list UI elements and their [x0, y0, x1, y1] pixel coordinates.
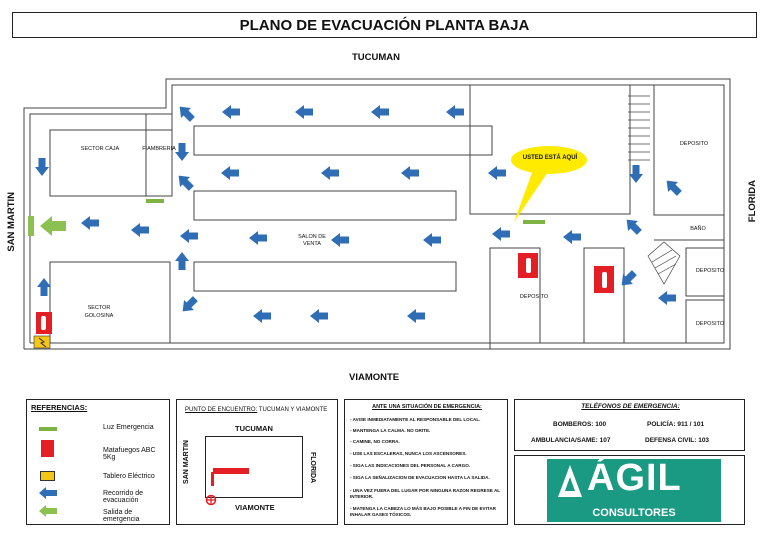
references-box: REFERENCIAS: Luz Emergencia Matafuegos A… — [26, 399, 170, 525]
meeting-point-icon — [205, 494, 217, 506]
logo-mark-icon — [558, 465, 582, 497]
instruction-1: - AVISE INMEDIATAMENTE AL RESPONSABLE DE… — [350, 417, 481, 422]
phones-box: TELÉFONOS DE EMERGENCIA: BOMBEROS: 100 P… — [514, 399, 745, 451]
floor-plan — [23, 78, 731, 350]
ref-light: Luz Emergencia — [103, 424, 154, 431]
room-deposito-bottom: DEPOSITO — [695, 321, 725, 327]
phone-policia: POLICÍA: 911 / 101 — [647, 421, 705, 428]
logo: ÁGIL CONSULTORES — [547, 457, 721, 522]
electrical-panel-icon — [40, 471, 55, 481]
ref-route: Recorrido de evacuación — [103, 490, 144, 504]
ref-extinguisher: Matafuegos ABC 5Kg — [103, 447, 156, 461]
street-top: TUCUMAN — [352, 52, 401, 63]
instructions-box: ANTE UNA SITUACIÓN DE EMERGENCIA: - AVIS… — [344, 399, 508, 525]
logo-box: ÁGIL CONSULTORES — [514, 455, 745, 525]
phones-title: TELÉFONOS DE EMERGENCIA: — [581, 403, 680, 410]
references-title: REFERENCIAS: — [31, 403, 88, 412]
ref-exit: Salida de emergencia — [103, 509, 140, 523]
instruction-8: - MATENGA LA CABEZA LO MÁS BAJO POSIBLE … — [350, 506, 496, 517]
logo-sub: CONSULTORES — [592, 507, 676, 519]
room-salon: SALON DE VENTA — [298, 234, 326, 247]
instruction-2: - MANTENGA LA CALMA. NO GRITE. — [350, 428, 431, 433]
instruction-5: - SIGA LAS INDICACIONES DEL PERSONAL A C… — [350, 463, 471, 468]
room-deposito-center: DEPOSITO — [519, 294, 549, 300]
instruction-7: - UNA VEZ FUERA DEL LUGAR POR NINGUNA RA… — [350, 488, 500, 499]
ref-panel: Tablero Eléctrico — [103, 473, 155, 480]
meeting-marker — [213, 468, 249, 474]
meeting-right: FLORIDA — [309, 452, 316, 484]
you-are-here: USTED ESTÁ AQUÍ — [522, 155, 578, 161]
light-icon — [39, 427, 57, 431]
meeting-marker-stem — [211, 472, 214, 486]
phone-bomberos: BOMBEROS: 100 — [553, 421, 607, 428]
meeting-top: TUCUMAN — [235, 424, 273, 433]
room-fiambreria: FIAMBRERIA — [142, 146, 176, 152]
phone-ambulancia: AMBULANCIA/SAME: 107 — [531, 437, 611, 444]
instruction-6: - SIGA LA SEÑALIZACION DE EVACUACION HAS… — [350, 475, 490, 480]
meeting-left: SAN MARTIN — [183, 440, 190, 484]
meeting-bottom: VIAMONTE — [235, 503, 275, 512]
instruction-4: - USE LAS ESCALERAS, NUNCA LOS ASCENSORE… — [350, 451, 467, 456]
room-deposito-top: DEPOSITO — [679, 141, 709, 147]
meeting-point-heading: PUNTO DE ENCUENTRO: TUCUMAN Y VIAMONTE — [185, 407, 328, 413]
meeting-point-box: PUNTO DE ENCUENTRO: TUCUMAN Y VIAMONTE T… — [176, 399, 338, 525]
room-golosina: SECTOR GOLOSINA — [84, 305, 114, 319]
room-sector-caja: SECTOR CAJA — [80, 146, 120, 152]
instruction-3: - CAMINE, NO CORRA. — [350, 439, 400, 444]
logo-name: ÁGIL — [587, 457, 682, 499]
block-outline — [205, 436, 303, 498]
extinguisher-icon — [41, 440, 54, 457]
instructions-title: ANTE UNA SITUACIÓN DE EMERGENCIA: — [372, 404, 482, 410]
room-bano: BAÑO — [690, 226, 706, 232]
evacuation-arrow-icon — [39, 487, 57, 499]
street-bottom: VIAMONTE — [349, 372, 400, 383]
page-title: PLANO DE EVACUACIÓN PLANTA BAJA — [12, 12, 757, 38]
exit-arrow-icon — [39, 505, 57, 517]
room-deposito-mid: DEPOSITO — [695, 268, 725, 274]
phone-defensa: DEFENSA CIVIL: 103 — [645, 437, 710, 444]
